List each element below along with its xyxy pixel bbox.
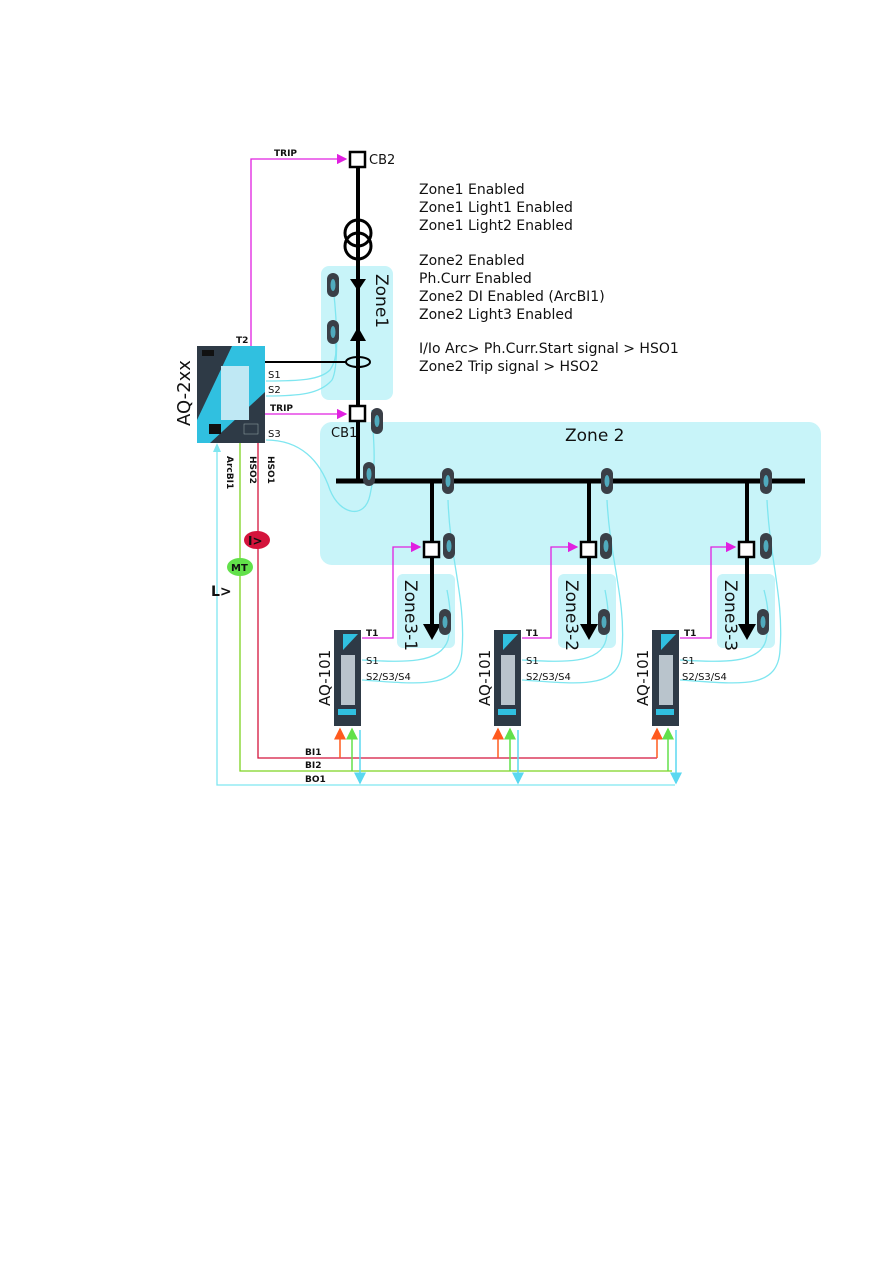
aq-101-device-3 <box>652 630 679 726</box>
info-line-hso1-mapping: I/Io Arc> Ph.Curr.Start signal > HSO1 <box>419 341 679 357</box>
info-line-zone1-enabled: Zone1 Enabled <box>419 182 525 198</box>
s234-label-1: S2/S3/S4 <box>366 672 411 683</box>
fiber-s1-dev2 <box>521 589 609 662</box>
feeder-2-breaker <box>579 540 598 559</box>
mt-marker <box>227 558 253 576</box>
fiber-s3-main <box>265 409 375 513</box>
aq-101-label-3: AQ-101 <box>634 650 652 706</box>
t1-label-2: T1 <box>526 629 538 639</box>
info-line-zone2-enabled: Zone2 Enabled <box>419 253 525 269</box>
s234-label-3: S2/S3/S4 <box>682 672 727 683</box>
t2-port-label: T2 <box>236 336 248 346</box>
zone1-label: Zone1 <box>371 274 391 328</box>
feeder-3-breaker <box>737 540 756 559</box>
info-line-zone2-di: Zone2 DI Enabled (ArcBI1) <box>419 289 605 305</box>
cb1-label: CB1 <box>331 426 357 441</box>
aq-2xx-device <box>197 346 265 443</box>
feeder-3-arrow <box>738 624 756 640</box>
zone3-1-label: Zone3-1 <box>400 580 420 651</box>
info-line-phcurr: Ph.Curr Enabled <box>419 271 532 287</box>
s1-label-1: S1 <box>366 656 379 667</box>
bi2-label: BI2 <box>305 761 321 771</box>
zone2-area <box>320 422 821 565</box>
aq-101-label-1: AQ-101 <box>316 650 334 706</box>
arcbi1-arrow <box>213 443 221 452</box>
light-marker-label: L> <box>211 584 232 600</box>
feeder-1-breaker <box>422 540 441 559</box>
feeder-arrow-up <box>350 327 366 341</box>
hso1-label: HSO1 <box>265 456 275 484</box>
arc-sensors <box>327 273 772 635</box>
aq-2xx-label: AQ-2xx <box>174 360 195 426</box>
s234-label-2: S2/S3/S4 <box>526 672 571 683</box>
zone3-2-label: Zone3-2 <box>561 580 581 651</box>
t1-trip-line-3 <box>680 541 737 639</box>
transformer-winding-1 <box>343 218 373 248</box>
trip-cb2-label: TRIP <box>274 149 297 159</box>
cb1-breaker <box>348 404 367 423</box>
t1-label-3: T1 <box>684 629 696 639</box>
s1-label-2: S1 <box>526 656 539 667</box>
aq-101-device-2 <box>494 630 521 726</box>
feeder-1-arrow <box>423 624 441 640</box>
cb2-label: CB2 <box>369 153 395 168</box>
t1-label-1: T1 <box>366 629 378 639</box>
s1-port-label: S1 <box>268 370 281 381</box>
t1-trip-line-1 <box>362 541 422 639</box>
hso2-label: HSO2 <box>247 456 257 484</box>
info-line-hso2-mapping: Zone2 Trip signal > HSO2 <box>419 359 599 375</box>
current-marker <box>244 531 270 549</box>
arcbi1-line <box>216 450 675 786</box>
cb2-breaker <box>348 150 367 169</box>
bo1-label: BO1 <box>305 775 326 785</box>
t1-trip-line-2 <box>522 541 579 639</box>
hso2-line <box>239 443 672 772</box>
fiber-s1-dev3 <box>679 589 769 662</box>
s1-label-3: S1 <box>682 656 695 667</box>
s3-port-label: S3 <box>268 429 281 440</box>
bi1-label: BI1 <box>305 748 321 758</box>
current-marker-label: I> <box>248 534 263 548</box>
aq-101-label-2: AQ-101 <box>476 650 494 706</box>
transformer-winding-2 <box>343 231 373 261</box>
aq-101-device-1 <box>334 630 361 726</box>
info-line-zone1-light1: Zone1 Light1 Enabled <box>419 200 573 216</box>
mt-marker-label: MT <box>231 563 248 574</box>
zone2-label: Zone 2 <box>565 426 625 446</box>
arcbi1-label: ArcBI1 <box>224 456 234 489</box>
info-line-zone1-light2: Zone1 Light2 Enabled <box>419 218 573 234</box>
trip-line-cb2 <box>250 153 348 346</box>
s2-port-label: S2 <box>268 385 281 396</box>
trip-cb1-label: TRIP <box>270 404 293 414</box>
fiber-s1-dev1 <box>361 589 451 662</box>
feeder-arrow-down <box>350 279 366 291</box>
fiber-s2-main <box>265 282 338 397</box>
zone3-3-label: Zone3-3 <box>720 580 740 651</box>
feeder-2-arrow <box>580 624 598 640</box>
fiber-s234-dev2 <box>521 499 624 684</box>
info-line-zone2-light3: Zone2 Light3 Enabled <box>419 307 573 323</box>
